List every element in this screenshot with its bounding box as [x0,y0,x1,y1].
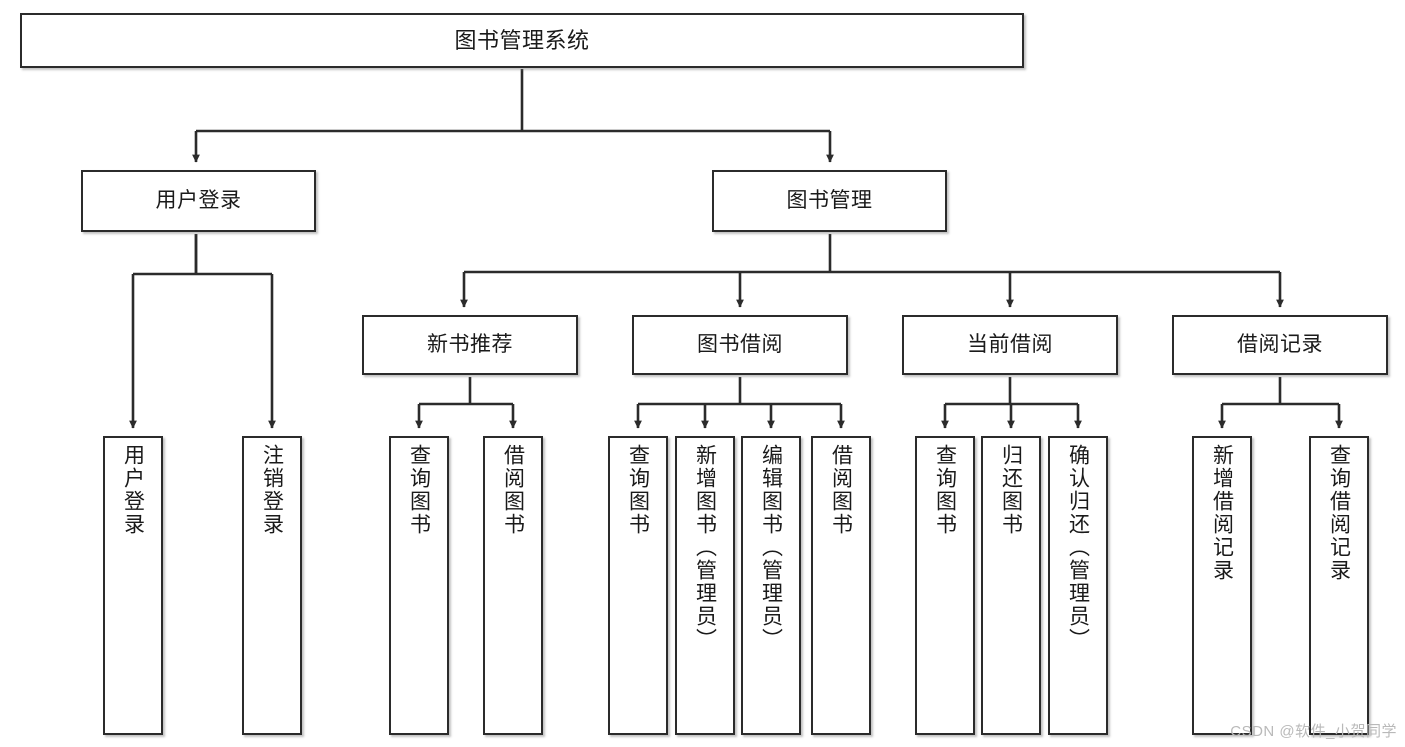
node-leaf-borrow-query-book[interactable]: 查询图书 [608,436,668,735]
node-label: 查询图书 [407,444,431,536]
node-leaf-recommend-borrow-book[interactable]: 借阅图书 [483,436,543,735]
node-leaf-query-borrow-record[interactable]: 查询借阅记录 [1309,436,1369,735]
node-root-system[interactable]: 图书管理系统 [20,13,1024,68]
node-label: 当前借阅 [967,332,1053,356]
node-label: 借阅记录 [1237,332,1323,356]
node-label: 查询图书 [626,444,650,536]
node-label: 图书管理系统 [454,27,590,53]
node-label: 注销登录 [260,444,284,536]
node-label: 图书借阅 [697,332,783,356]
node-label: 借阅图书 [829,444,853,536]
node-label: 用户登录 [155,188,242,212]
node-current-borrow[interactable]: 当前借阅 [902,315,1118,375]
node-label: 借阅图书 [501,444,525,536]
node-label: 新书推荐 [427,332,513,356]
node-new-book-recommend[interactable]: 新书推荐 [362,315,578,375]
node-label: 编辑图书（管理员） [759,444,783,651]
node-leaf-current-query-book[interactable]: 查询图书 [915,436,975,735]
node-leaf-logout[interactable]: 注销登录 [242,436,302,735]
node-user-login[interactable]: 用户登录 [81,170,316,232]
node-leaf-confirm-return-admin[interactable]: 确认归还（管理员） [1048,436,1108,735]
node-leaf-edit-book-admin[interactable]: 编辑图书（管理员） [741,436,801,735]
node-leaf-borrow-book[interactable]: 借阅图书 [811,436,871,735]
node-label: 新增借阅记录 [1210,444,1234,582]
node-label: 查询借阅记录 [1327,444,1351,582]
node-label: 新增图书（管理员） [693,444,717,651]
node-book-management[interactable]: 图书管理 [712,170,947,232]
node-leaf-add-book-admin[interactable]: 新增图书（管理员） [675,436,735,735]
node-leaf-recommend-query-book[interactable]: 查询图书 [389,436,449,735]
node-label: 图书管理 [786,188,873,212]
node-book-borrow[interactable]: 图书借阅 [632,315,848,375]
node-label: 查询图书 [933,444,957,536]
csdn-watermark: CSDN @软件_小贺同学 [1230,723,1397,740]
node-label: 归还图书 [999,444,1023,536]
node-leaf-return-book[interactable]: 归还图书 [981,436,1041,735]
node-leaf-user-login[interactable]: 用户登录 [103,436,163,735]
node-label: 用户登录 [121,444,145,536]
node-label: 确认归还（管理员） [1066,444,1090,651]
node-leaf-add-borrow-record[interactable]: 新增借阅记录 [1192,436,1252,735]
node-borrow-record[interactable]: 借阅记录 [1172,315,1388,375]
